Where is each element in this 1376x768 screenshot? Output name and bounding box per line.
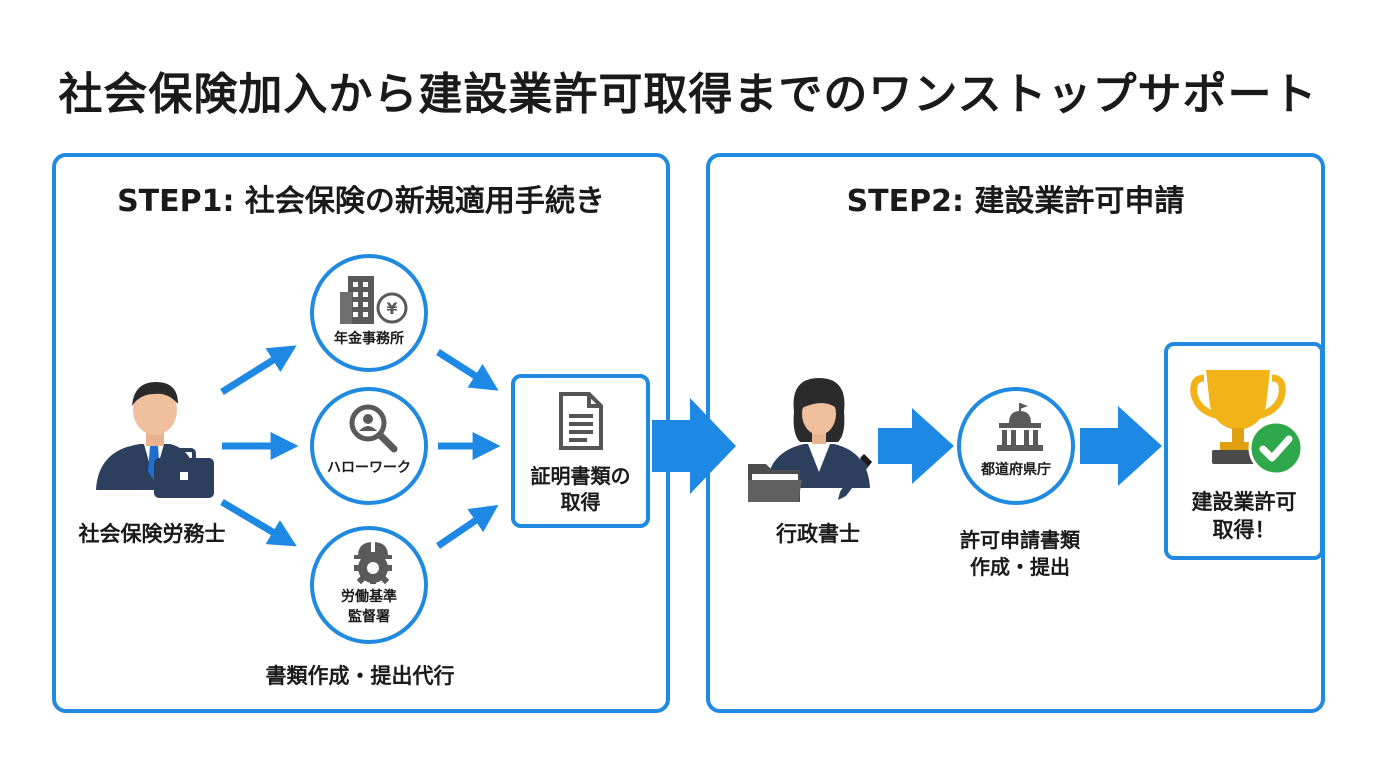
arrow-to-labor-office <box>220 498 297 547</box>
hellowork-label: ハローワーク <box>327 460 411 476</box>
step2-title: STEP2: 建設業許可申請 <box>846 184 1185 219</box>
permit-label-line1: 建設業許可 <box>1191 490 1297 514</box>
documents-label-line1: 証明書類の <box>530 464 631 488</box>
sharoushi-label: 社会保険労務士 <box>78 522 226 546</box>
labor-office-label-line1: 労働基準 <box>341 589 397 605</box>
step1-footer: 書類作成・提出代行 <box>265 664 455 688</box>
prefecture-node: 都道府県庁 <box>957 387 1075 505</box>
hardhat-gear-icon <box>348 538 398 585</box>
documents-label-line2: 取得 <box>560 490 601 514</box>
government-building-icon <box>993 401 1047 453</box>
page-title: 社会保険加入から建設業許可取得までのワンストップサポート <box>58 69 1318 120</box>
application-label-line2: 作成・提出 <box>970 555 1070 579</box>
prefecture-label: 都道府県庁 <box>981 462 1051 478</box>
arrow-to-prefecture <box>878 408 954 484</box>
folder-icon <box>746 456 804 504</box>
permit-result-box: 建設業許可 取得！ <box>1164 342 1324 560</box>
gyoseishoshi-label: 行政書士 <box>776 522 860 546</box>
arrow-labor-to-docs <box>436 504 499 549</box>
pension-office-label: 年金事務所 <box>334 331 404 347</box>
labor-office-node: 労働基準 監督署 <box>310 526 428 644</box>
permit-label-line2: 取得！ <box>1212 518 1276 542</box>
application-label-line1: 許可申請書類 <box>960 528 1080 552</box>
document-icon <box>557 392 605 450</box>
step1-title: STEP1: 社会保険の新規適用手続き <box>117 184 605 219</box>
arrow-to-permit <box>1080 406 1162 486</box>
labor-office-label-line2: 監督署 <box>348 609 390 625</box>
office-building-yen-icon: ¥ <box>338 270 408 326</box>
briefcase-icon <box>152 448 216 500</box>
big-arrow-step1-to-step2 <box>652 398 736 494</box>
arrow-to-pension-office <box>220 345 297 395</box>
pen-icon <box>834 452 874 504</box>
documents-box: 証明書類の 取得 <box>511 374 650 528</box>
person-search-icon <box>346 403 400 453</box>
trophy-icon <box>1190 366 1286 470</box>
arrow-pension-to-docs <box>436 349 499 391</box>
pension-office-node: ¥ 年金事務所 <box>310 254 428 372</box>
svg-text:¥: ¥ <box>386 299 397 318</box>
hellowork-node: ハローワーク <box>310 387 428 505</box>
checkmark-icon <box>1248 420 1304 476</box>
